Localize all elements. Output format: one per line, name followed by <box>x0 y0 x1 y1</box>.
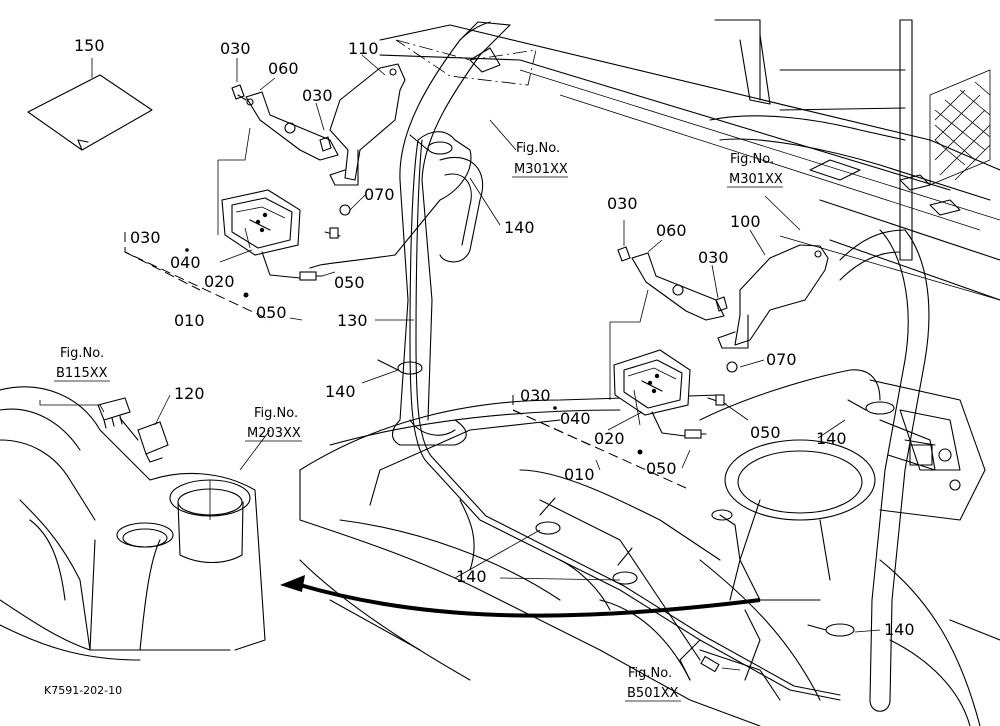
fig-ref-b115: B115XX <box>56 366 108 381</box>
direction-arrow <box>280 575 761 618</box>
left-work-lamp <box>124 63 406 321</box>
label-120: 120 <box>174 384 205 403</box>
fig-ref-m203: M203XX <box>247 426 301 441</box>
label-050-right-lamp: 050 <box>646 459 677 478</box>
label-010-left: 010 <box>174 311 205 330</box>
label-140-right: 140 <box>816 429 847 448</box>
console <box>0 386 266 661</box>
label-060-right: 060 <box>656 221 687 240</box>
label-050-left-connector: 050 <box>334 273 365 292</box>
fig-ref-label-4: Fig.No. <box>254 406 298 421</box>
label-140-bottom: 140 <box>456 567 487 586</box>
roll-bar <box>391 21 936 712</box>
label-030-left-bottom: 030 <box>130 228 161 247</box>
label-050-right-connector: 050 <box>750 423 781 442</box>
label-010-right: 010 <box>564 465 595 484</box>
fig-ref-label-5: Fig.No. <box>628 666 672 681</box>
label-100: 100 <box>730 212 761 231</box>
label-030-left-mid: 030 <box>302 86 333 105</box>
label-110: 110 <box>348 39 379 58</box>
label-150: 150 <box>74 36 105 55</box>
label-060-left: 060 <box>268 59 299 78</box>
label-020-right: 020 <box>594 429 625 448</box>
label-030-right-bottom: 030 <box>520 386 551 405</box>
switch-connector-120 <box>97 397 169 463</box>
vehicle-body-outline <box>299 19 1000 726</box>
sheet-150 <box>27 74 153 151</box>
label-070-right: 070 <box>766 350 797 369</box>
label-130: 130 <box>337 311 368 330</box>
part-labels: 150 030 060 110 030 070 140 030 040 020 … <box>74 36 915 639</box>
fig-ref-label-3: Fig.No. <box>60 346 104 361</box>
label-040-right: 040 <box>560 409 591 428</box>
drawing-code: K7591-202-10 <box>44 684 122 697</box>
grille-mesh <box>929 69 991 186</box>
label-050-left-lamp: 050 <box>256 303 287 322</box>
right-work-lamp <box>512 244 829 489</box>
figure-references: Fig.No. M301XX Fig.No. M301XX Fig.No. B1… <box>54 141 783 702</box>
cable-ties <box>377 134 895 637</box>
fig-ref-m301-left: M301XX <box>514 162 568 177</box>
label-070-left: 070 <box>364 185 395 204</box>
label-140-bottom-right: 140 <box>884 620 915 639</box>
label-020-left: 020 <box>204 272 235 291</box>
label-140-top: 140 <box>504 218 535 237</box>
fig-ref-label-1: Fig.No. <box>516 141 560 156</box>
label-030-right-top: 030 <box>607 194 638 213</box>
leader-lines <box>39 39 1000 671</box>
wire-harness <box>309 131 881 701</box>
fig-ref-m301-right: M301XX <box>729 172 783 187</box>
fig-ref-label-2: Fig.No. <box>730 152 774 167</box>
label-140-left: 140 <box>325 382 356 401</box>
fig-ref-b501: B501XX <box>627 686 679 701</box>
label-030-left-top: 030 <box>220 39 251 58</box>
label-040-left: 040 <box>170 253 201 272</box>
label-030-right-mid: 030 <box>698 248 729 267</box>
